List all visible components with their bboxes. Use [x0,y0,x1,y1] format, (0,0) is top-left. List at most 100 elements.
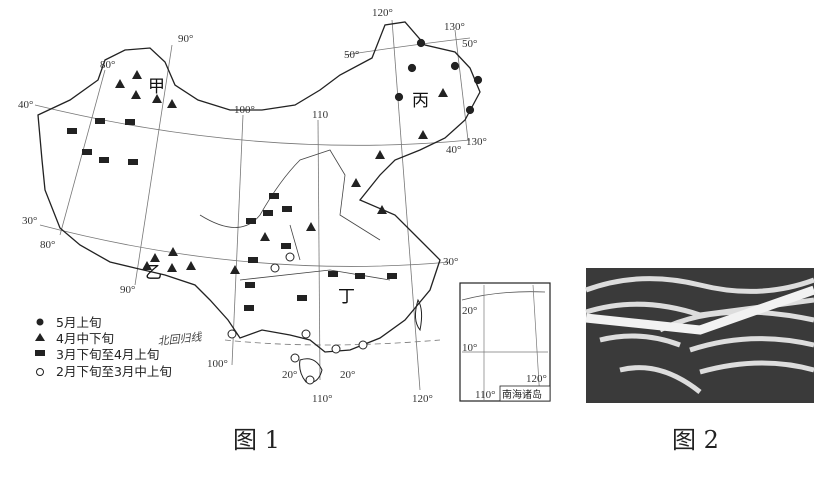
tropic-of-cancer-line [224,339,441,346]
longitude-110-line [317,119,321,381]
april-mid-late-marker [375,150,385,159]
tropic-of-cancer-label: 北回归线 [157,330,203,348]
figure-1-caption: 图 1 [233,426,280,454]
april-mid-late-marker [418,130,428,139]
march-late-april-early-marker [282,206,292,212]
april-mid-late-marker [167,99,177,108]
legend-label: 3月下旬至4月上旬 [56,347,159,362]
april-mid-late-marker [230,265,240,274]
lon80-label: 80° [100,59,115,71]
lat20-right-label: 20° [340,369,355,381]
lon80-bottom-label: 80° [40,239,55,251]
march-late-april-early-marker [67,128,77,134]
feb-late-march-mid-marker [290,353,300,363]
march-late-april-early-marker [269,193,279,199]
april-mid-late-marker [150,253,160,262]
april-mid-late-marker [167,263,177,272]
april-mid-late-marker [132,70,142,79]
lon90-bottom-label: 90° [120,284,135,296]
inset-lon110-label: 110° [475,389,496,401]
legend-filled-circle-icon [36,318,44,326]
feb-late-march-mid-marker [305,375,315,385]
longitude-130-line [454,29,469,141]
hainan-island [299,358,323,383]
internal-boundaries [199,149,391,281]
south-china-sea-inset: 南海诸岛 20° 10° 110° 120° [459,282,551,402]
legend-label: 2月下旬至3月中上旬 [56,364,172,379]
region-label-jia: 甲 [148,77,165,97]
april-mid-late-marker [131,90,141,99]
feb-late-march-mid-marker [331,344,341,354]
may-early-marker [473,75,483,85]
march-late-april-early-marker [245,282,255,288]
march-late-april-early-marker [248,257,258,263]
latitude-30-line [39,224,451,267]
terrace-photo-figure-2 [585,268,816,403]
feb-late-march-mid-marker [358,340,368,350]
legend-filled-triangle-icon [35,333,45,341]
graticule [34,19,471,391]
feb-late-march-mid-marker [270,263,280,273]
legend-open-circle-icon [36,368,44,376]
legend-label: 5月上旬 [56,315,101,330]
feb-late-march-mid-marker [301,329,311,339]
april-mid-late-marker [438,88,448,97]
march-late-april-early-marker [82,149,92,155]
lon100-label: 100° [234,104,255,116]
march-late-april-early-marker [125,119,135,125]
march-late-april-early-marker [297,295,307,301]
inset-lat20-label: 20° [462,305,477,317]
lat40-left-label: 40° [18,99,33,111]
region-label-bing: 丙 [412,91,429,111]
may-early-marker [416,38,426,48]
latitude-50-line [344,37,471,56]
feb-late-march-mid-marker [227,329,237,339]
longitude-120-line [391,19,421,391]
march-late-april-early-marker [387,273,397,279]
figure-2-caption: 图 2 [672,426,719,454]
may-early-marker [394,92,404,102]
april-mid-late-marker [306,222,316,231]
inset-label: 南海诸岛 [502,388,542,401]
lon110-bottom-label: 110° [312,393,333,405]
april-mid-late-marker [168,247,178,256]
march-late-april-early-marker [95,118,105,124]
region-label-ding: 丁 [338,287,355,307]
china-outline [37,21,481,353]
march-late-april-early-marker [128,159,138,165]
lat50-left-label: 50° [344,49,359,61]
may-early-marker [407,63,417,73]
march-late-april-early-marker [244,305,254,311]
lon130-right-label: 130° [466,136,487,148]
lat30-left-label: 30° [22,215,37,227]
april-mid-late-marker [152,94,162,103]
april-mid-late-marker [351,178,361,187]
lon120-bottom-label: 120° [412,393,433,405]
march-late-april-early-marker [328,271,338,277]
longitude-100-line [231,114,244,366]
taiwan-island [414,298,423,332]
lat20-left-label: 20° [282,369,297,381]
lon130-label: 130° [444,21,465,33]
inset-lat10-label: 10° [462,342,477,354]
april-mid-late-marker [142,261,152,270]
lon100-bottom-label: 100° [207,358,228,370]
lat50-right-label: 50° [462,38,477,50]
march-late-april-early-marker [355,273,365,279]
feb-late-march-mid-marker [285,252,295,262]
lon120-label: 120° [372,7,393,19]
april-mid-late-marker [260,232,270,241]
inset-lon120-label: 120° [526,373,547,385]
april-mid-late-marker [377,205,387,214]
lon110-label: 110 [312,109,329,121]
legend: 5月上旬 4月中下旬 3月下旬至4月上旬 2月下旬至3月中上旬 [35,315,172,379]
march-late-april-early-marker [99,157,109,163]
legend-filled-rectangle-icon [35,350,45,356]
april-mid-late-marker [186,261,196,270]
phenology-markers [67,38,483,385]
may-early-marker [465,105,475,115]
april-mid-late-marker [115,79,125,88]
march-late-april-early-marker [281,243,291,249]
